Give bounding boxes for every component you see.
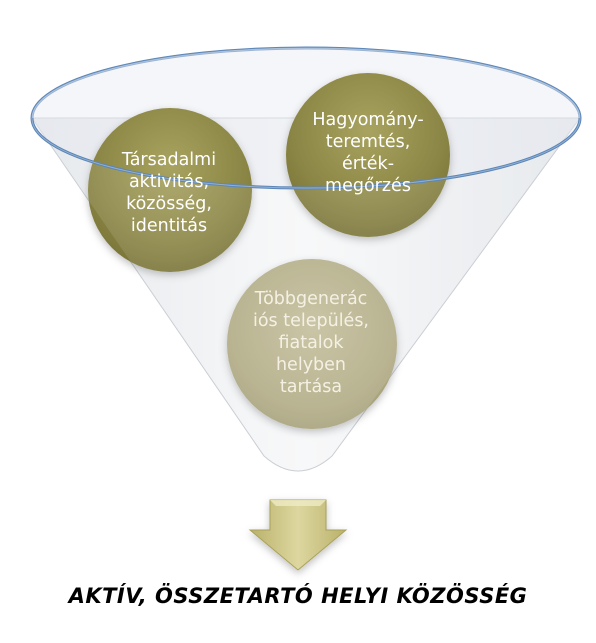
circle-label-tradition: Hagyomány- teremtés, érték- megőrzés (312, 110, 424, 196)
down-arrow-icon (248, 499, 348, 571)
funnel-rim-front (30, 117, 582, 190)
circle-label-multigeneration: Többgenerác iós település, fiatalok hely… (252, 289, 369, 397)
funnel-rim-back (30, 46, 582, 119)
circle-label-social-activity: Társadalmi aktivitás, közösség, identitá… (121, 150, 217, 236)
circle-social-activity (88, 108, 252, 272)
circle-multigeneration (227, 259, 397, 429)
circle-tradition (286, 73, 450, 237)
result-label: AKTÍV, ÖSSZETARTÓ HELYI KÖZÖSSÉG (68, 584, 528, 608)
